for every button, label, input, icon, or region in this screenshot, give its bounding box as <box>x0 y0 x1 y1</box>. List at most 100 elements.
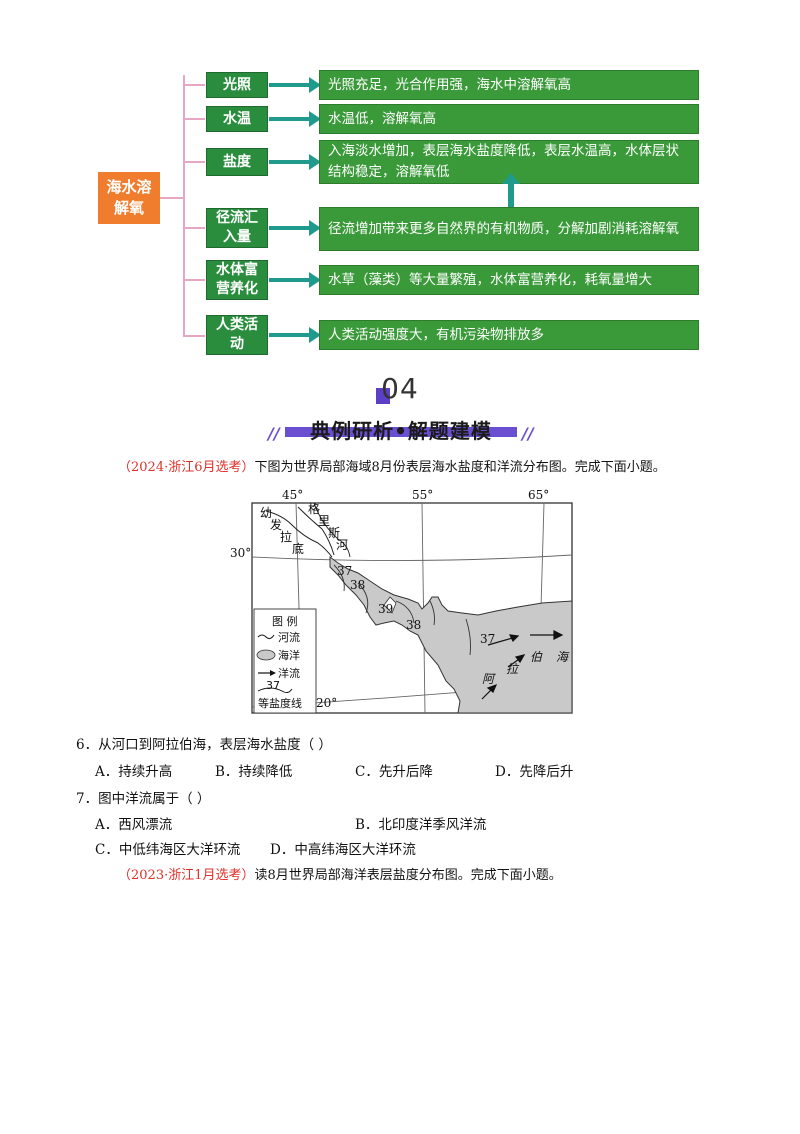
section-title: 典例研析•解题建模 <box>310 419 492 443</box>
q7-option-c[interactable]: C．中低纬海区大洋环流 <box>95 842 241 858</box>
section-title-band <box>285 427 517 437</box>
connector-line <box>183 118 205 120</box>
factor-label: 水温 <box>223 110 251 127</box>
legend-title: 图 例 <box>272 614 298 628</box>
effect-text: 径流增加带来更多自然界的有机物质，分解加剧消耗溶解氧 <box>328 220 679 237</box>
slash-decoration-icon: // <box>522 424 534 443</box>
dissolved-oxygen-mindmap: 海水溶解氧 光照 光照充足，光合作用强，海水中溶解氧高 水温 水温低，溶解氧高 … <box>95 65 705 363</box>
source-tag: （2024·浙江6月选考） <box>118 460 255 475</box>
current-arrow-head <box>508 634 520 643</box>
branch-line <box>183 75 185 337</box>
effect-box: 光照充足，光合作用强，海水中溶解氧高 <box>319 70 699 100</box>
right-arrow-icon <box>269 272 321 288</box>
effect-text: 入海淡水增加，表层海水盐度降低，表层水温高，水体层状结构稳定，溶解氧低 <box>328 143 679 180</box>
longitude-label: 55° <box>412 488 433 502</box>
q6-option-a[interactable]: A．持续升高 <box>95 764 173 780</box>
river-name-char: 拉 <box>280 529 292 544</box>
section-number: 04 <box>381 372 419 405</box>
factor-box: 径流汇入量 <box>206 208 268 248</box>
isohaline-line <box>357 582 369 614</box>
latitude-label: 20° <box>316 696 337 710</box>
connector-line <box>183 227 205 229</box>
sea-name-char: 伯 <box>530 650 543 664</box>
sea-legend-icon <box>256 649 276 661</box>
legend-item: 河流 <box>278 630 300 644</box>
q7-option-d[interactable]: D．中高纬海区大洋环流 <box>270 842 416 858</box>
factor-label: 光照 <box>223 76 251 93</box>
factor-box: 水体富营养化 <box>206 260 268 300</box>
question-6-stem: 6．从河口到阿拉伯海，表层海水盐度（ ） <box>76 737 332 753</box>
ocean-current-arrows <box>481 630 564 700</box>
question-7-stem: 7．图中洋流属于（ ） <box>76 791 211 807</box>
factor-label: 盐度 <box>223 153 251 170</box>
longitude-label: 65° <box>528 488 549 502</box>
isohaline-legend-value: 37 <box>266 679 280 692</box>
current-arrow-head <box>514 654 526 664</box>
longitude-label: 45° <box>282 488 303 502</box>
peninsula <box>383 596 397 614</box>
river-name-char: 底 <box>292 541 304 556</box>
section-title-bar: 典例研析•解题建模 <box>285 415 517 443</box>
isohaline-legend-icon <box>257 687 293 694</box>
effect-text: 人类活动强度大，有机污染物排放多 <box>328 326 544 343</box>
river-name-char: 幼 <box>260 506 272 520</box>
connector-line <box>183 161 205 163</box>
legend-item: 海洋 <box>278 648 300 662</box>
river-legend-icon <box>257 634 275 640</box>
connector-line <box>183 279 205 281</box>
legend-item: 洋流 <box>278 666 300 680</box>
right-arrow-icon <box>269 220 321 236</box>
factor-label: 径流汇入量 <box>216 210 258 245</box>
question-intro: （2024·浙江6月选考）下图为世界局部海域8月份表层海水盐度和洋流分布图。完成… <box>118 456 666 475</box>
factor-box: 水温 <box>206 106 268 132</box>
up-arrow-icon <box>502 173 520 207</box>
river-line <box>297 506 335 556</box>
connector-line <box>183 84 205 86</box>
sea-name-char: 阿 <box>482 672 496 686</box>
q6-option-b[interactable]: B．持续降低 <box>215 764 293 780</box>
factor-label: 人类活动 <box>216 317 258 352</box>
current-arrow-head <box>553 630 564 640</box>
isohaline-label: 37 <box>337 564 352 578</box>
river-name-char: 斯 <box>328 526 340 540</box>
q7-option-b[interactable]: B．北印度洋季风洋流 <box>355 817 487 833</box>
effect-text: 水温低，溶解氧高 <box>328 110 436 127</box>
isohaline-line <box>333 564 345 592</box>
right-arrow-icon <box>269 111 321 127</box>
isohaline-label: 39 <box>378 602 393 616</box>
effect-text: 光照充足，光合作用强，海水中溶解氧高 <box>328 76 571 93</box>
connector-line <box>183 335 205 337</box>
right-arrow-icon <box>269 77 321 93</box>
parallel-line <box>251 554 573 562</box>
isohaline-line <box>395 600 415 624</box>
sea-area <box>329 556 573 714</box>
map-legend <box>253 608 317 714</box>
effect-box: 水草（藻类）等大量繁殖，水体富营养化，耗氧量增大 <box>319 265 699 295</box>
legend-item: 等盐度线 <box>258 696 302 710</box>
latitude-label: 30° <box>230 546 251 560</box>
river-line <box>265 510 333 558</box>
q7-option-a[interactable]: A．西风漂流 <box>95 817 173 833</box>
section-number-accent <box>376 388 390 404</box>
mindmap-root-label: 海水溶解氧 <box>106 178 152 217</box>
isohaline-label: 38 <box>350 578 365 592</box>
river-name-char: 格 <box>308 501 320 516</box>
sea-name-char: 海 <box>556 650 570 664</box>
factor-label: 水体富营养化 <box>216 262 258 297</box>
effect-box: 人类活动强度大，有机污染物排放多 <box>319 320 699 350</box>
river-name-char: 里 <box>318 514 330 528</box>
factor-box: 盐度 <box>206 148 268 176</box>
factor-box: 光照 <box>206 72 268 98</box>
isohaline-label: 38 <box>406 618 421 632</box>
effect-text: 水草（藻类）等大量繁殖，水体富营养化，耗氧量增大 <box>328 271 652 288</box>
current-legend-arrowhead <box>270 670 276 676</box>
factor-box: 人类活动 <box>206 315 268 355</box>
q6-option-c[interactable]: C．先升后降 <box>355 764 433 780</box>
intro-text: 读8月世界局部海洋表层盐度分布图。完成下面小题。 <box>254 868 562 883</box>
isohaline-line <box>429 600 435 626</box>
mindmap-root: 海水溶解氧 <box>98 172 160 224</box>
current-arrow-head <box>486 683 498 693</box>
q6-option-d[interactable]: D．先降后升 <box>495 764 574 780</box>
right-arrow-icon <box>269 154 321 170</box>
river-name-char: 河 <box>336 538 348 552</box>
